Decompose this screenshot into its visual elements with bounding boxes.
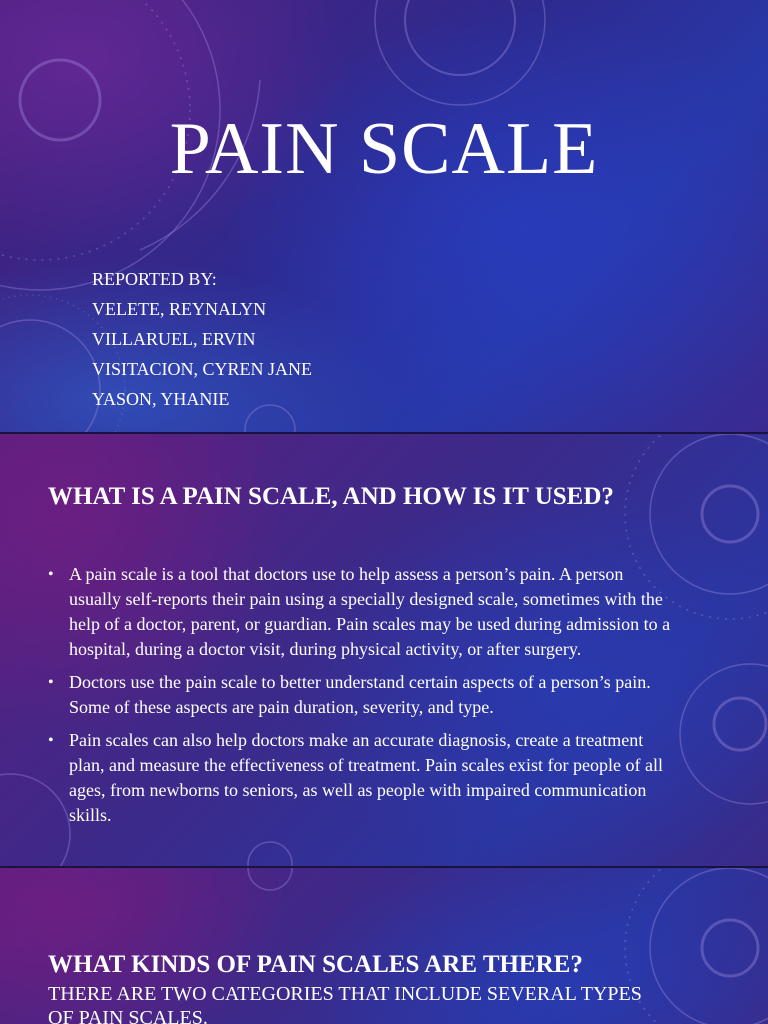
list-item: • Doctors use the pain scale to better un… — [48, 670, 678, 720]
list-item: • Pain scales can also help doctors make … — [48, 728, 678, 828]
section-heading: WHAT IS A PAIN SCALE, AND HOW IS IT USED… — [48, 483, 614, 510]
bullet-text: Pain scales can also help doctors make a… — [69, 730, 663, 825]
reporter-label: REPORTED BY: — [92, 269, 217, 289]
title-slide: PAIN SCALE REPORTED BY: VELETE, REYNALYN… — [0, 0, 768, 432]
bullet-icon: • — [48, 674, 54, 691]
reporter-name: YASON, YHANIE — [92, 389, 230, 409]
reporter-name: VILLARUEL, ERVIN — [92, 329, 256, 349]
section-subtitle: THERE ARE TWO CATEGORIES THAT INCLUDE SE… — [48, 983, 642, 1024]
bullet-list: • A pain scale is a tool that doctors use… — [48, 562, 678, 836]
bullet-icon: • — [48, 566, 54, 583]
bullet-text: Doctors use the pain scale to better und… — [69, 672, 651, 717]
list-item: • A pain scale is a tool that doctors use… — [48, 562, 678, 662]
reporter-list: REPORTED BY: VELETE, REYNALYN VILLARUEL,… — [92, 264, 312, 414]
bullet-icon: • — [48, 732, 54, 749]
reporter-name: VISITACION, CYREN JANE — [92, 359, 313, 379]
section-heading: WHAT KINDS OF PAIN SCALES ARE THERE? — [48, 951, 583, 978]
presentation-title: PAIN SCALE — [169, 108, 599, 190]
reporter-name: VELETE, REYNALYN — [92, 299, 267, 319]
categories-slide: WHAT KINDS OF PAIN SCALES ARE THERE? THE… — [0, 868, 768, 1024]
bullet-text: A pain scale is a tool that doctors use … — [69, 564, 671, 659]
definition-slide: WHAT IS A PAIN SCALE, AND HOW IS IT USED… — [0, 434, 768, 866]
